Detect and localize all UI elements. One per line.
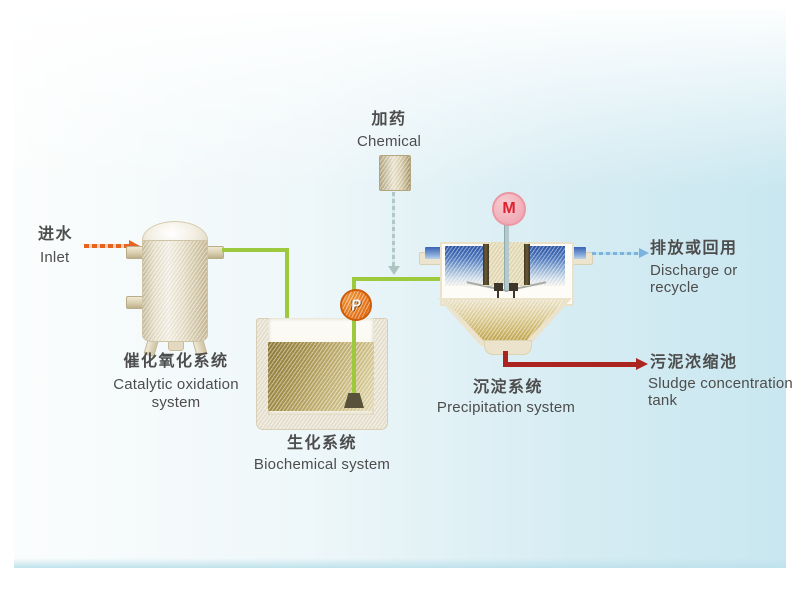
chemical-arrow-icon [388,266,400,275]
background-panel-bottom-band [14,558,786,568]
sludge-label-en-line1: Sludge concentration [648,375,793,392]
motor-shaft [504,220,509,290]
flow-line-catalytic-to-bio-horizontal [222,248,289,252]
pump-letter: P [349,295,363,315]
feed-well-baffle-right [524,244,530,285]
flow-line-catalytic-to-bio-vertical [285,248,289,325]
discharge-flow-line [592,252,640,255]
chemical-doser-vessel [379,155,411,191]
clarifier-bottom-outlet [484,340,532,355]
precipitation-label-en: Precipitation system [436,399,576,416]
paddle-stem-right [513,291,515,298]
sludge-label-en-line2: tank [648,392,678,409]
inlet-label-zh: 进水 [38,226,74,243]
chemical-feed-line [392,192,395,266]
sludge-line-horizontal [503,362,637,367]
catalytic-tank-body [142,240,208,342]
discharge-label-en-line1: Discharge or [650,262,738,279]
catalytic-label-zh: 催化氧化系统 [123,353,229,370]
sludge-arrow-icon [636,358,648,370]
motor-symbol: M [492,192,526,226]
chemical-label-zh: 加药 [371,111,407,128]
discharge-label-en-line2: recycle [650,279,699,296]
inlet-label-en: Inlet [40,249,70,266]
paddle-left [494,283,503,291]
biochemical-label-en: Biochemical system [253,456,391,473]
sludge-line-vertical [503,351,508,367]
discharge-label-zh: 排放或回用 [650,240,738,257]
precipitation-label-zh: 沉淀系统 [472,379,544,396]
motor-letter: M [502,200,516,217]
catalytic-label-en-line2: system [151,394,201,411]
paddle-stem-left [497,291,499,298]
chemical-label-en: Chemical [356,133,422,150]
feed-well-baffle-left [483,244,489,285]
inlet-flow-line [84,244,130,248]
paddle-right [509,283,518,291]
sludge-label-zh: 污泥浓缩池 [650,354,738,371]
biochemical-label-zh: 生化系统 [286,435,358,452]
clarifier-launder-left [425,247,443,259]
flow-line-pump-to-clarifier [352,277,472,281]
pump-suction-line [352,277,356,395]
discharge-arrow-icon [639,248,649,258]
pump-suction-foot [344,393,364,408]
catalytic-label-en-line1: Catalytic oxidation [113,376,239,393]
